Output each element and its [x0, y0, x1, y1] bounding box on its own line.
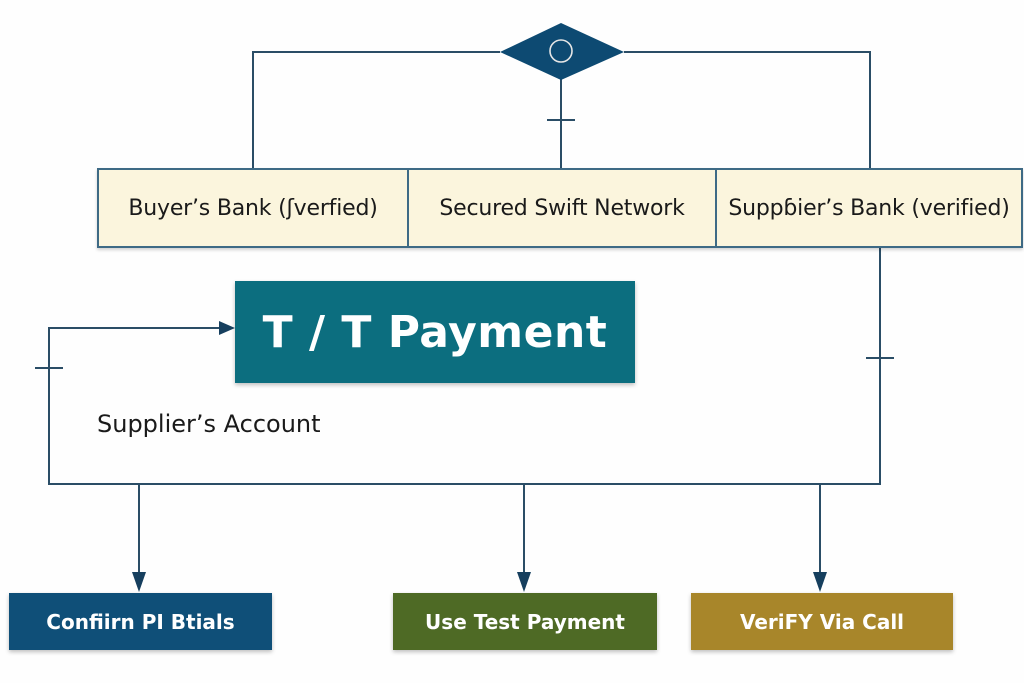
swift-network-label: Secured Swift Network: [439, 195, 685, 221]
suppliers-bank-label: Suppɓier’s Bank (verified): [728, 195, 1010, 221]
buyers-bank-label: Buyer’s Bank (ʃverfied): [128, 195, 378, 221]
confirm-pi-details-label: Confiirn PI Btials: [46, 609, 235, 634]
use-test-payment-label: Use Test Payment: [425, 609, 625, 634]
swift-network-node[interactable]: Secured Swift Network: [407, 170, 715, 246]
arrow-head-to-tt: [219, 321, 235, 335]
verify-via-call-label: VeriFY Via Call: [739, 609, 905, 634]
top-connector-left: [252, 51, 500, 168]
decision-diamond[interactable]: [500, 23, 624, 80]
top-connector-right: [624, 51, 871, 168]
bank-row: Buyer’s Bank (ʃverfied) Secured Swift Ne…: [97, 168, 1023, 248]
arrow-head-1: [132, 572, 146, 592]
circle-icon: [549, 39, 573, 63]
confirm-pi-details-node[interactable]: Confiirn PI Btials: [9, 593, 272, 650]
suppliers-account-label: Supplier’s Account: [97, 410, 321, 438]
verify-via-call-node[interactable]: VeriFY Via Call: [691, 593, 953, 650]
use-test-payment-node[interactable]: Use Test Payment: [393, 593, 657, 650]
arrow-head-2: [517, 572, 531, 592]
suppliers-bank-node[interactable]: Suppɓier’s Bank (verified): [715, 170, 1021, 246]
tt-payment-node[interactable]: T / T Payment: [235, 281, 635, 383]
buyers-bank-node[interactable]: Buyer’s Bank (ʃverfied): [99, 170, 407, 246]
right-connector: [48, 248, 881, 485]
tt-payment-label: T / T Payment: [262, 306, 608, 358]
arrow-head-3: [813, 572, 827, 592]
